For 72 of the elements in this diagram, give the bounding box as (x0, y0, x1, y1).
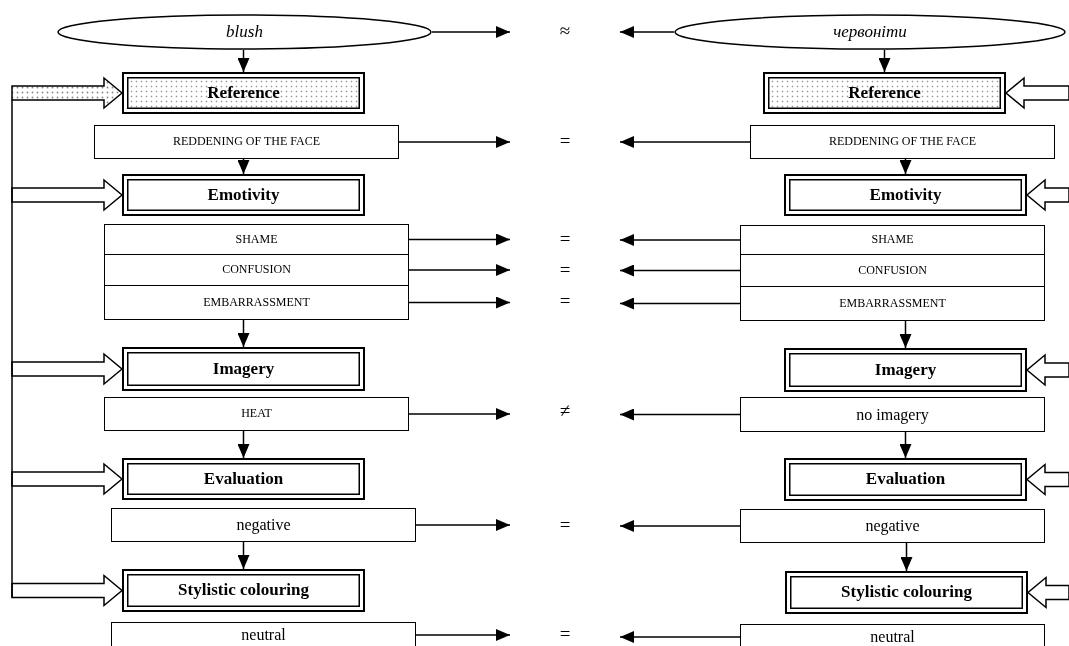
block-arrow (11, 573, 124, 608)
arrow (237, 49, 250, 73)
arrow (398, 136, 511, 148)
heading-box: Reference (763, 72, 1006, 114)
arrow (408, 408, 511, 420)
comparison-sign: ≈ (510, 18, 620, 44)
value-box: CONFUSION (740, 254, 1045, 287)
term-ellipse (674, 14, 1066, 50)
arrow (619, 264, 741, 277)
heading-box: Emotivity (784, 174, 1027, 216)
arrow (408, 233, 511, 246)
arrow (237, 430, 250, 459)
value-box: REDDENING OF THE FACE (750, 125, 1055, 159)
term-word: червоніти (833, 22, 907, 42)
value-box: SHAME (104, 224, 409, 255)
arrow (878, 49, 891, 73)
block-arrow (11, 178, 124, 212)
arrow (415, 519, 511, 531)
arrow (900, 542, 913, 572)
comparison-sign: = (510, 512, 620, 538)
arrow (619, 136, 751, 148)
value-box: neutral (740, 624, 1045, 646)
arrow (415, 629, 511, 641)
comparison-sign: = (510, 128, 620, 154)
value-box: CONFUSION (104, 254, 409, 286)
arrow (899, 431, 912, 459)
heading-box: Stylistic colouring (122, 569, 365, 612)
value-box: REDDENING OF THE FACE (94, 125, 399, 159)
arrow (619, 520, 741, 532)
arrow (408, 264, 511, 276)
value-box: EMBARRASSMENT (740, 286, 1045, 321)
heading-box: Imagery (784, 348, 1027, 392)
arrow (619, 26, 675, 38)
comparison-sign: = (510, 257, 620, 283)
term-word: blush (226, 22, 263, 42)
arrow (619, 234, 741, 246)
arrow (237, 319, 250, 348)
block-arrow (1025, 178, 1069, 212)
value-box: negative (111, 508, 416, 542)
block-arrow (1025, 462, 1069, 497)
value-box: neutral (111, 622, 416, 646)
heading-box: Reference (122, 72, 365, 114)
value-box: negative (740, 509, 1045, 543)
arrow (237, 541, 250, 570)
value-box: SHAME (740, 225, 1045, 255)
block-arrow (11, 352, 124, 386)
value-box: HEAT (104, 397, 409, 431)
block-arrow (11, 462, 124, 496)
heading-box: Evaluation (122, 458, 365, 500)
arrow (899, 158, 912, 175)
arrow (408, 296, 511, 309)
block-arrow (1004, 76, 1069, 110)
arrow (431, 26, 511, 38)
arrow (237, 158, 250, 175)
value-box: no imagery (740, 397, 1045, 432)
arrow (899, 320, 912, 349)
arrow (619, 408, 741, 421)
comparison-sign: ≠ (510, 398, 620, 424)
value-box: EMBARRASSMENT (104, 285, 409, 320)
comparison-sign: = (510, 623, 620, 646)
heading-box: Stylistic colouring (785, 571, 1028, 614)
comparison-sign: = (510, 288, 620, 314)
arrow (619, 297, 741, 310)
term-ellipse (57, 14, 432, 50)
heading-box: Evaluation (784, 458, 1027, 501)
heading-box: Emotivity (122, 174, 365, 216)
arrow (619, 631, 741, 643)
block-arrow (1025, 353, 1069, 387)
block-arrow (1026, 575, 1069, 610)
block-arrow (11, 76, 124, 110)
comparison-sign: = (510, 226, 620, 252)
heading-box: Imagery (122, 347, 365, 391)
